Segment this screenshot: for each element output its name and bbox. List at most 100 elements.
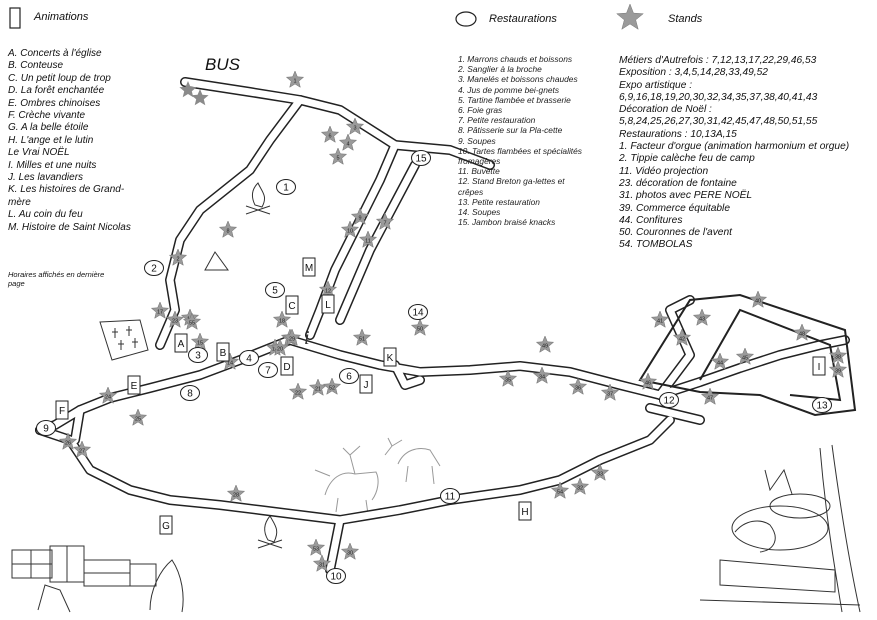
stand-marker-54[interactable]: 54 (550, 481, 570, 499)
star-icon (600, 383, 620, 401)
stand-marker-39[interactable]: 39 (828, 360, 848, 378)
stand-marker-34[interactable]: 34 (532, 366, 552, 384)
list-item: 7. Petite restauration (458, 115, 536, 126)
animation-marker-E[interactable]: E (127, 375, 141, 395)
stand-marker-43[interactable]: 43 (692, 308, 712, 326)
stand-marker-8[interactable]: 8 (218, 220, 238, 238)
animation-marker-I[interactable]: I (812, 356, 826, 376)
stand-marker-22[interactable]: 22 (288, 382, 308, 400)
restaurant-marker-3[interactable]: 3 (188, 347, 208, 363)
list-item: 3. Manelés et boissons chaudes (458, 74, 578, 85)
sign-icon (216, 342, 230, 362)
stand-marker-31[interactable]: 31 (312, 554, 332, 572)
animation-marker-J[interactable]: J (359, 374, 373, 394)
restaurant-marker-10[interactable]: 10 (326, 568, 346, 584)
stand-marker-36[interactable]: 36 (568, 377, 588, 395)
restaurant-number: 1 (283, 183, 289, 194)
animation-marker-B[interactable]: B (216, 342, 230, 362)
restaurant-marker-4[interactable]: 4 (239, 350, 259, 366)
animation-marker-A[interactable]: A (174, 333, 188, 353)
stand-marker-41[interactable]: 41 (650, 310, 670, 328)
restaurant-marker-11[interactable]: 11 (440, 488, 460, 504)
stand-marker-18[interactable]: 18 (272, 310, 292, 328)
list-item: Décoration de Noël : (619, 104, 712, 116)
stand-marker-30[interactable]: 30 (340, 542, 360, 560)
restaurant-marker-12[interactable]: 12 (659, 392, 679, 408)
stand-marker-17[interactable]: 17 (150, 301, 170, 319)
list-item: 13. Petite restauration (458, 196, 540, 207)
stand-marker-40[interactable]: 40 (748, 290, 768, 308)
stand-marker-5[interactable]: 5 (328, 147, 348, 165)
star-icon (650, 310, 670, 328)
stand-number: 24 (105, 395, 111, 401)
stand-marker-32[interactable]: 32 (570, 477, 590, 495)
animation-marker-H[interactable]: H (518, 501, 532, 521)
stand-marker-25[interactable]: 25 (128, 408, 148, 426)
stand-marker-52[interactable]: 52 (322, 377, 342, 395)
stand-marker-45[interactable]: 45 (735, 347, 755, 365)
stand-marker-47[interactable]: 47 (700, 387, 720, 405)
stand-marker-11[interactable]: 11 (358, 230, 378, 248)
restaurant-marker-15[interactable]: 15 (411, 150, 431, 166)
list-item: 8. Pâtisserie sur la Pla-cette (458, 125, 563, 136)
stand-marker-50[interactable]: 50 (410, 318, 430, 336)
stand-number: 15 (197, 341, 203, 347)
stand-marker-44[interactable]: 44 (710, 352, 730, 370)
stand-marker-35[interactable]: 35 (498, 369, 518, 387)
stand-marker-42[interactable]: 42 (672, 328, 692, 346)
stand-marker-9[interactable]: 9 (350, 207, 370, 225)
stand-marker-7[interactable]: 7 (375, 212, 395, 230)
animation-marker-K[interactable]: K (383, 347, 397, 367)
star-icon (350, 207, 370, 225)
stand-marker-21[interactable]: 21 (308, 378, 328, 396)
stand-marker-26[interactable]: 26 (58, 432, 78, 450)
restaurant-marker-9[interactable]: 9 (36, 420, 56, 436)
stand-marker-46[interactable]: 46 (638, 372, 658, 390)
restaurant-marker-8[interactable]: 8 (180, 385, 200, 401)
stand-marker-10[interactable]: 10 (340, 220, 360, 238)
stand-marker-53[interactable]: 53 (306, 538, 326, 556)
restaurant-marker-1[interactable]: 1 (276, 179, 296, 195)
stand-marker-3[interactable]: 3 (345, 117, 365, 135)
list-item: J. Les lavandiers (8, 172, 84, 184)
animation-marker-C[interactable]: C (285, 295, 299, 315)
star-icon (128, 408, 148, 426)
stand-marker-27[interactable]: 27 (72, 440, 92, 458)
list-item: D. La forêt enchantée (8, 85, 105, 97)
animation-marker-L[interactable]: L (321, 294, 335, 314)
stand-marker-38[interactable]: 38 (828, 346, 848, 364)
stand-marker-28[interactable]: 28 (226, 484, 246, 502)
campfire-2 (257, 515, 283, 549)
restaurant-marker-13[interactable]: 13 (812, 397, 832, 413)
stand-marker-12[interactable]: 12 (318, 280, 338, 298)
list-item: 9. Soupes (458, 135, 496, 146)
stand-marker-1[interactable]: 1 (285, 70, 305, 88)
animation-marker-F[interactable]: F (55, 400, 69, 420)
stand-marker-24[interactable]: 24 (98, 386, 118, 404)
restaurant-marker-7[interactable]: 7 (258, 362, 278, 378)
stand-marker-2[interactable]: 2 (168, 248, 188, 266)
restaurant-marker-2[interactable]: 2 (144, 260, 164, 276)
animation-marker-G[interactable]: G (159, 515, 173, 535)
stand-marker-23[interactable]: 23 (165, 310, 185, 328)
stand-marker-29[interactable]: 29 (282, 328, 302, 346)
star-icon (306, 538, 326, 556)
stand-marker-6[interactable]: 6 (320, 125, 340, 143)
stand-marker-51[interactable]: 51 (352, 328, 372, 346)
oval-icon (440, 488, 460, 504)
restaurant-marker-6[interactable]: 6 (339, 368, 359, 384)
animation-marker-M[interactable]: M (302, 257, 316, 277)
stand-number: 34 (539, 375, 545, 381)
restaurant-marker-14[interactable]: 14 (408, 304, 428, 320)
restaurant-marker-5[interactable]: 5 (265, 282, 285, 298)
stand-marker-37[interactable]: 37 (600, 383, 620, 401)
stand-marker-4[interactable]: 4 (338, 133, 358, 151)
star-icon (285, 70, 305, 88)
stand-marker-15[interactable]: 15 (190, 332, 210, 350)
stand-marker-33[interactable]: 33 (590, 463, 610, 481)
stand-marker-49[interactable]: 49 (535, 335, 555, 353)
stand-number: 52 (329, 386, 335, 392)
stand-marker-48[interactable]: 48 (792, 323, 812, 341)
stand-marker-55[interactable]: 55 (182, 312, 202, 330)
animation-marker-D[interactable]: D (280, 356, 294, 376)
